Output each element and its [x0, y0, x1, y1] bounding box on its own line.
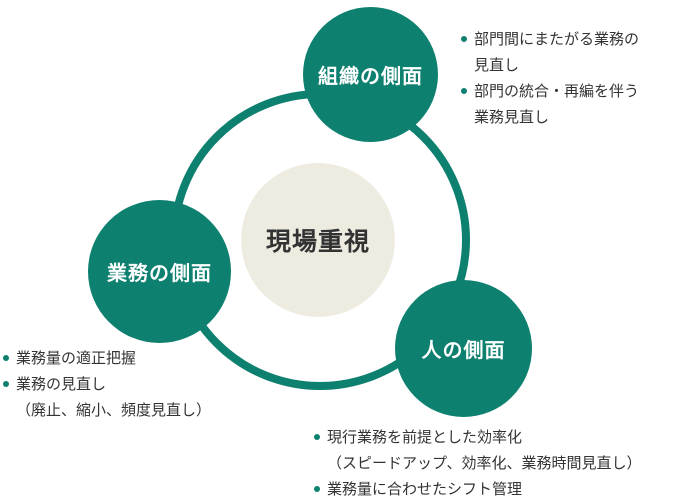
bullet-line: 部門の統合・再編を伴う [474, 82, 640, 100]
bullet-item: 現行業務を前提とした効率化 （スピードアップ、効率化、業務時間見直し） [313, 424, 642, 476]
node-operations-label: 業務の側面 [107, 261, 212, 285]
node-people-aspect: 人の側面 [395, 280, 532, 417]
operations-bullet-list: 業務量の適正把握 業務の見直し （廃止、縮小、頻度見直し） [2, 345, 211, 423]
node-organization-label: 組織の側面 [318, 64, 423, 88]
bullet-line: 業務見直し [474, 108, 550, 126]
bullet-item: 業務の見直し （廃止、縮小、頻度見直し） [2, 371, 211, 423]
bullet-line: （廃止、縮小、頻度見直し） [16, 401, 212, 419]
node-people-label: 人の側面 [421, 338, 506, 362]
bullet-line: 業務の見直し [16, 375, 107, 393]
center-label: 現場重視 [265, 227, 370, 256]
bullet-item: 業務量の適正把握 [2, 345, 211, 371]
bullet-line: 現行業務を前提とした効率化 [327, 428, 523, 446]
bullet-line: （スピードアップ、効率化、業務時間見直し） [327, 454, 642, 472]
bullet-line: 業務量の適正把握 [16, 349, 137, 367]
people-bullet-list: 現行業務を前提とした効率化 （スピードアップ、効率化、業務時間見直し） 業務量に… [313, 424, 642, 502]
center-circle: 現場重視 [241, 163, 395, 317]
bullet-item: 部門間にまたがる業務の 見直し [460, 26, 682, 78]
bullet-item: 部門の統合・再編を伴う 業務見直し [460, 78, 682, 130]
bullet-line: 業務量に合わせたシフト管理 [327, 480, 523, 498]
bullet-item: 業務量に合わせたシフト管理 [313, 476, 642, 502]
bullet-line: 部門間にまたがる業務の [474, 30, 640, 48]
organization-bullet-list: 部門間にまたがる業務の 見直し 部門の統合・再編を伴う 業務見直し [460, 26, 682, 130]
node-organization-aspect: 組織の側面 [303, 7, 438, 142]
node-operations-aspect: 業務の側面 [88, 200, 231, 343]
bullet-line: 見直し [474, 56, 520, 74]
